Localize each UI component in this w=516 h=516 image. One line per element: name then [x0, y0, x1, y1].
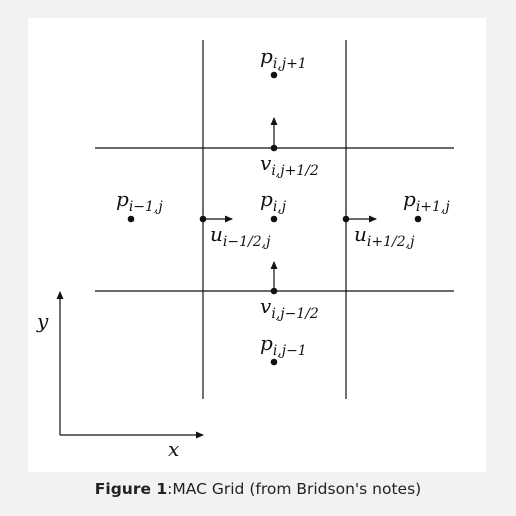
- label-p-top: pi,j+1: [260, 44, 307, 72]
- pressure-point-bottom: [270, 358, 278, 366]
- caption-separator: :: [167, 480, 173, 498]
- label-v-bottom: vi,j−1/2: [260, 294, 319, 322]
- caption-label: Figure 1: [94, 480, 168, 498]
- pressure-point-left: [127, 215, 135, 223]
- axis-label-x: x: [168, 437, 179, 461]
- label-u-right: ui+1/2,j: [354, 222, 415, 250]
- pressure-point-right: [414, 215, 422, 223]
- label-p-bottom: pi,j−1: [260, 331, 307, 359]
- axis-label-y: y: [36, 309, 49, 333]
- pressure-point-top: [270, 71, 278, 79]
- mac-grid-diagram: pi,j+1 vi,j+1/2 pi−1,j pi,j pi+1,j ui−1/…: [36, 40, 454, 461]
- label-p-left: pi−1,j: [116, 187, 163, 215]
- figure-panel: pi,j+1 vi,j+1/2 pi−1,j pi,j pi+1,j ui−1/…: [28, 18, 486, 472]
- label-p-right: pi+1,j: [403, 187, 450, 215]
- label-p-center: pi,j: [260, 187, 287, 215]
- label-v-top: vi,j+1/2: [260, 151, 319, 179]
- pressure-point-center: [270, 215, 278, 223]
- caption-text: MAC Grid (from Bridson's notes): [172, 480, 422, 498]
- figure-caption: Figure 1:MAC Grid (from Bridson's notes): [0, 480, 516, 498]
- label-u-left: ui−1/2,j: [210, 222, 271, 250]
